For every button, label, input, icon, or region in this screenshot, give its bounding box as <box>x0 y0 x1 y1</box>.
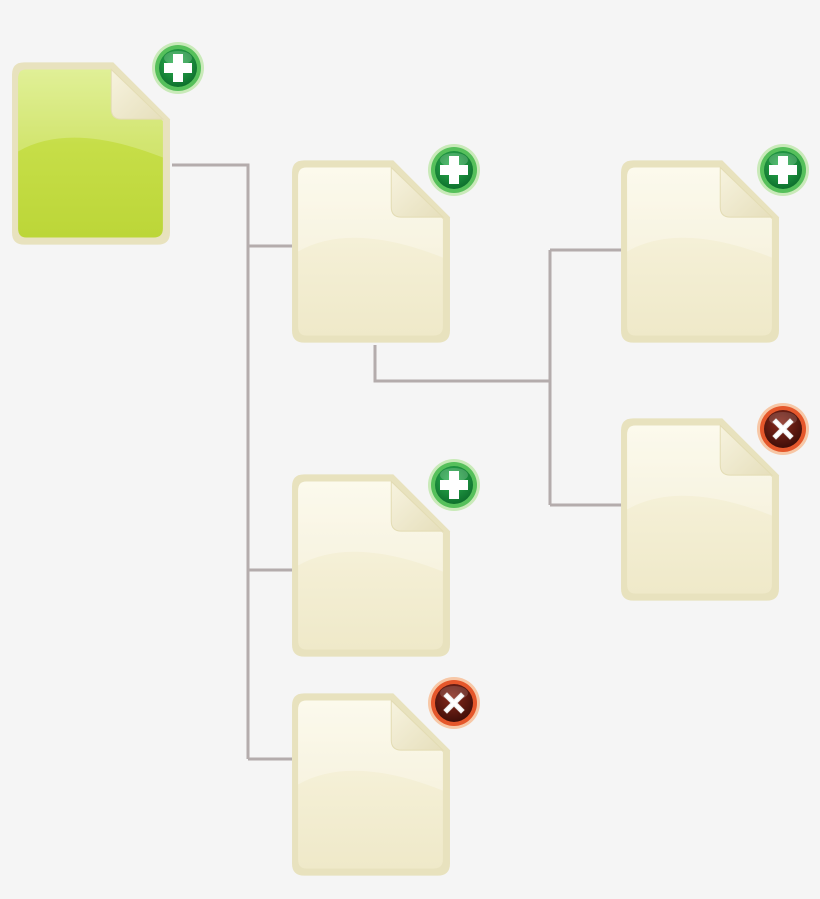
document-icon <box>291 159 451 344</box>
grandchild-node-2[interactable] <box>620 417 780 602</box>
plus-circle-icon[interactable] <box>428 459 480 511</box>
child-node-3[interactable] <box>291 692 451 877</box>
connector-child-1-branch <box>373 345 550 383</box>
root-node[interactable] <box>11 61 171 246</box>
close-circle-icon[interactable] <box>756 402 810 456</box>
close-circle-icon[interactable] <box>427 676 481 730</box>
child-node-1[interactable] <box>291 159 451 344</box>
document-icon <box>11 61 171 246</box>
document-icon <box>620 417 780 602</box>
child-node-2[interactable] <box>291 473 451 658</box>
connector-root <box>172 163 250 759</box>
plus-circle-icon[interactable] <box>757 144 809 196</box>
document-icon <box>291 692 451 877</box>
document-icon <box>620 159 780 344</box>
grandchild-node-1[interactable] <box>620 159 780 344</box>
connector-lines <box>172 163 622 761</box>
plus-circle-icon[interactable] <box>428 144 480 196</box>
plus-circle-icon[interactable] <box>152 42 204 94</box>
document-icon <box>291 473 451 658</box>
